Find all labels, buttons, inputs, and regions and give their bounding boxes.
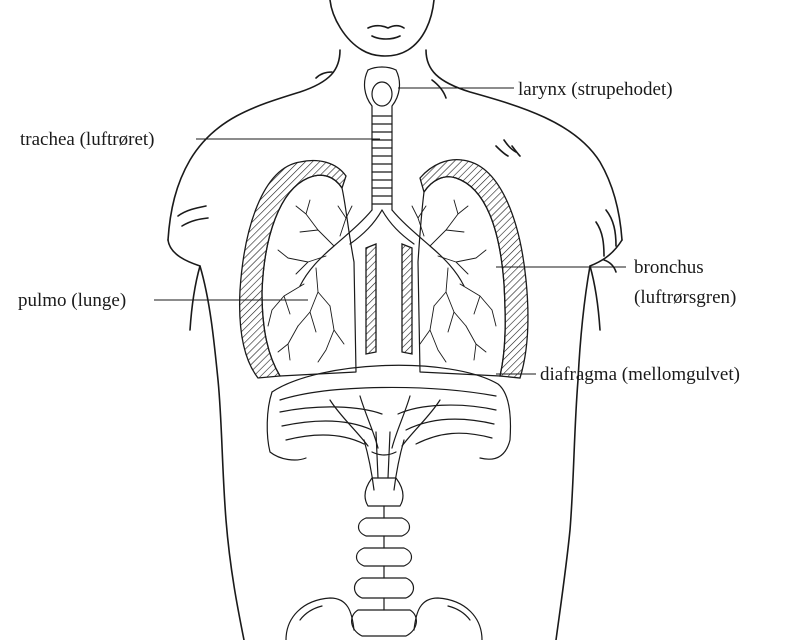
spine [352,478,417,636]
label-larynx: larynx (strupehodet) [518,79,673,100]
label-diafragma: diafragma (mellomgulvet) [540,364,740,385]
leader-lines [154,88,626,374]
bronchi [300,210,464,286]
left-lung [240,161,356,378]
label-pulmo: pulmo (lunge) [18,290,126,311]
label-trachea: trachea (luftrøret) [20,129,155,150]
labels: larynx (strupehodet) trachea (luftrøret)… [18,79,740,385]
label-bronchus: bronchus [634,257,704,278]
right-lung [418,160,528,378]
label-bronchus-sub: (luftrørsgren) [634,287,736,308]
mediastinum [366,244,412,354]
diaphragm [267,365,510,490]
